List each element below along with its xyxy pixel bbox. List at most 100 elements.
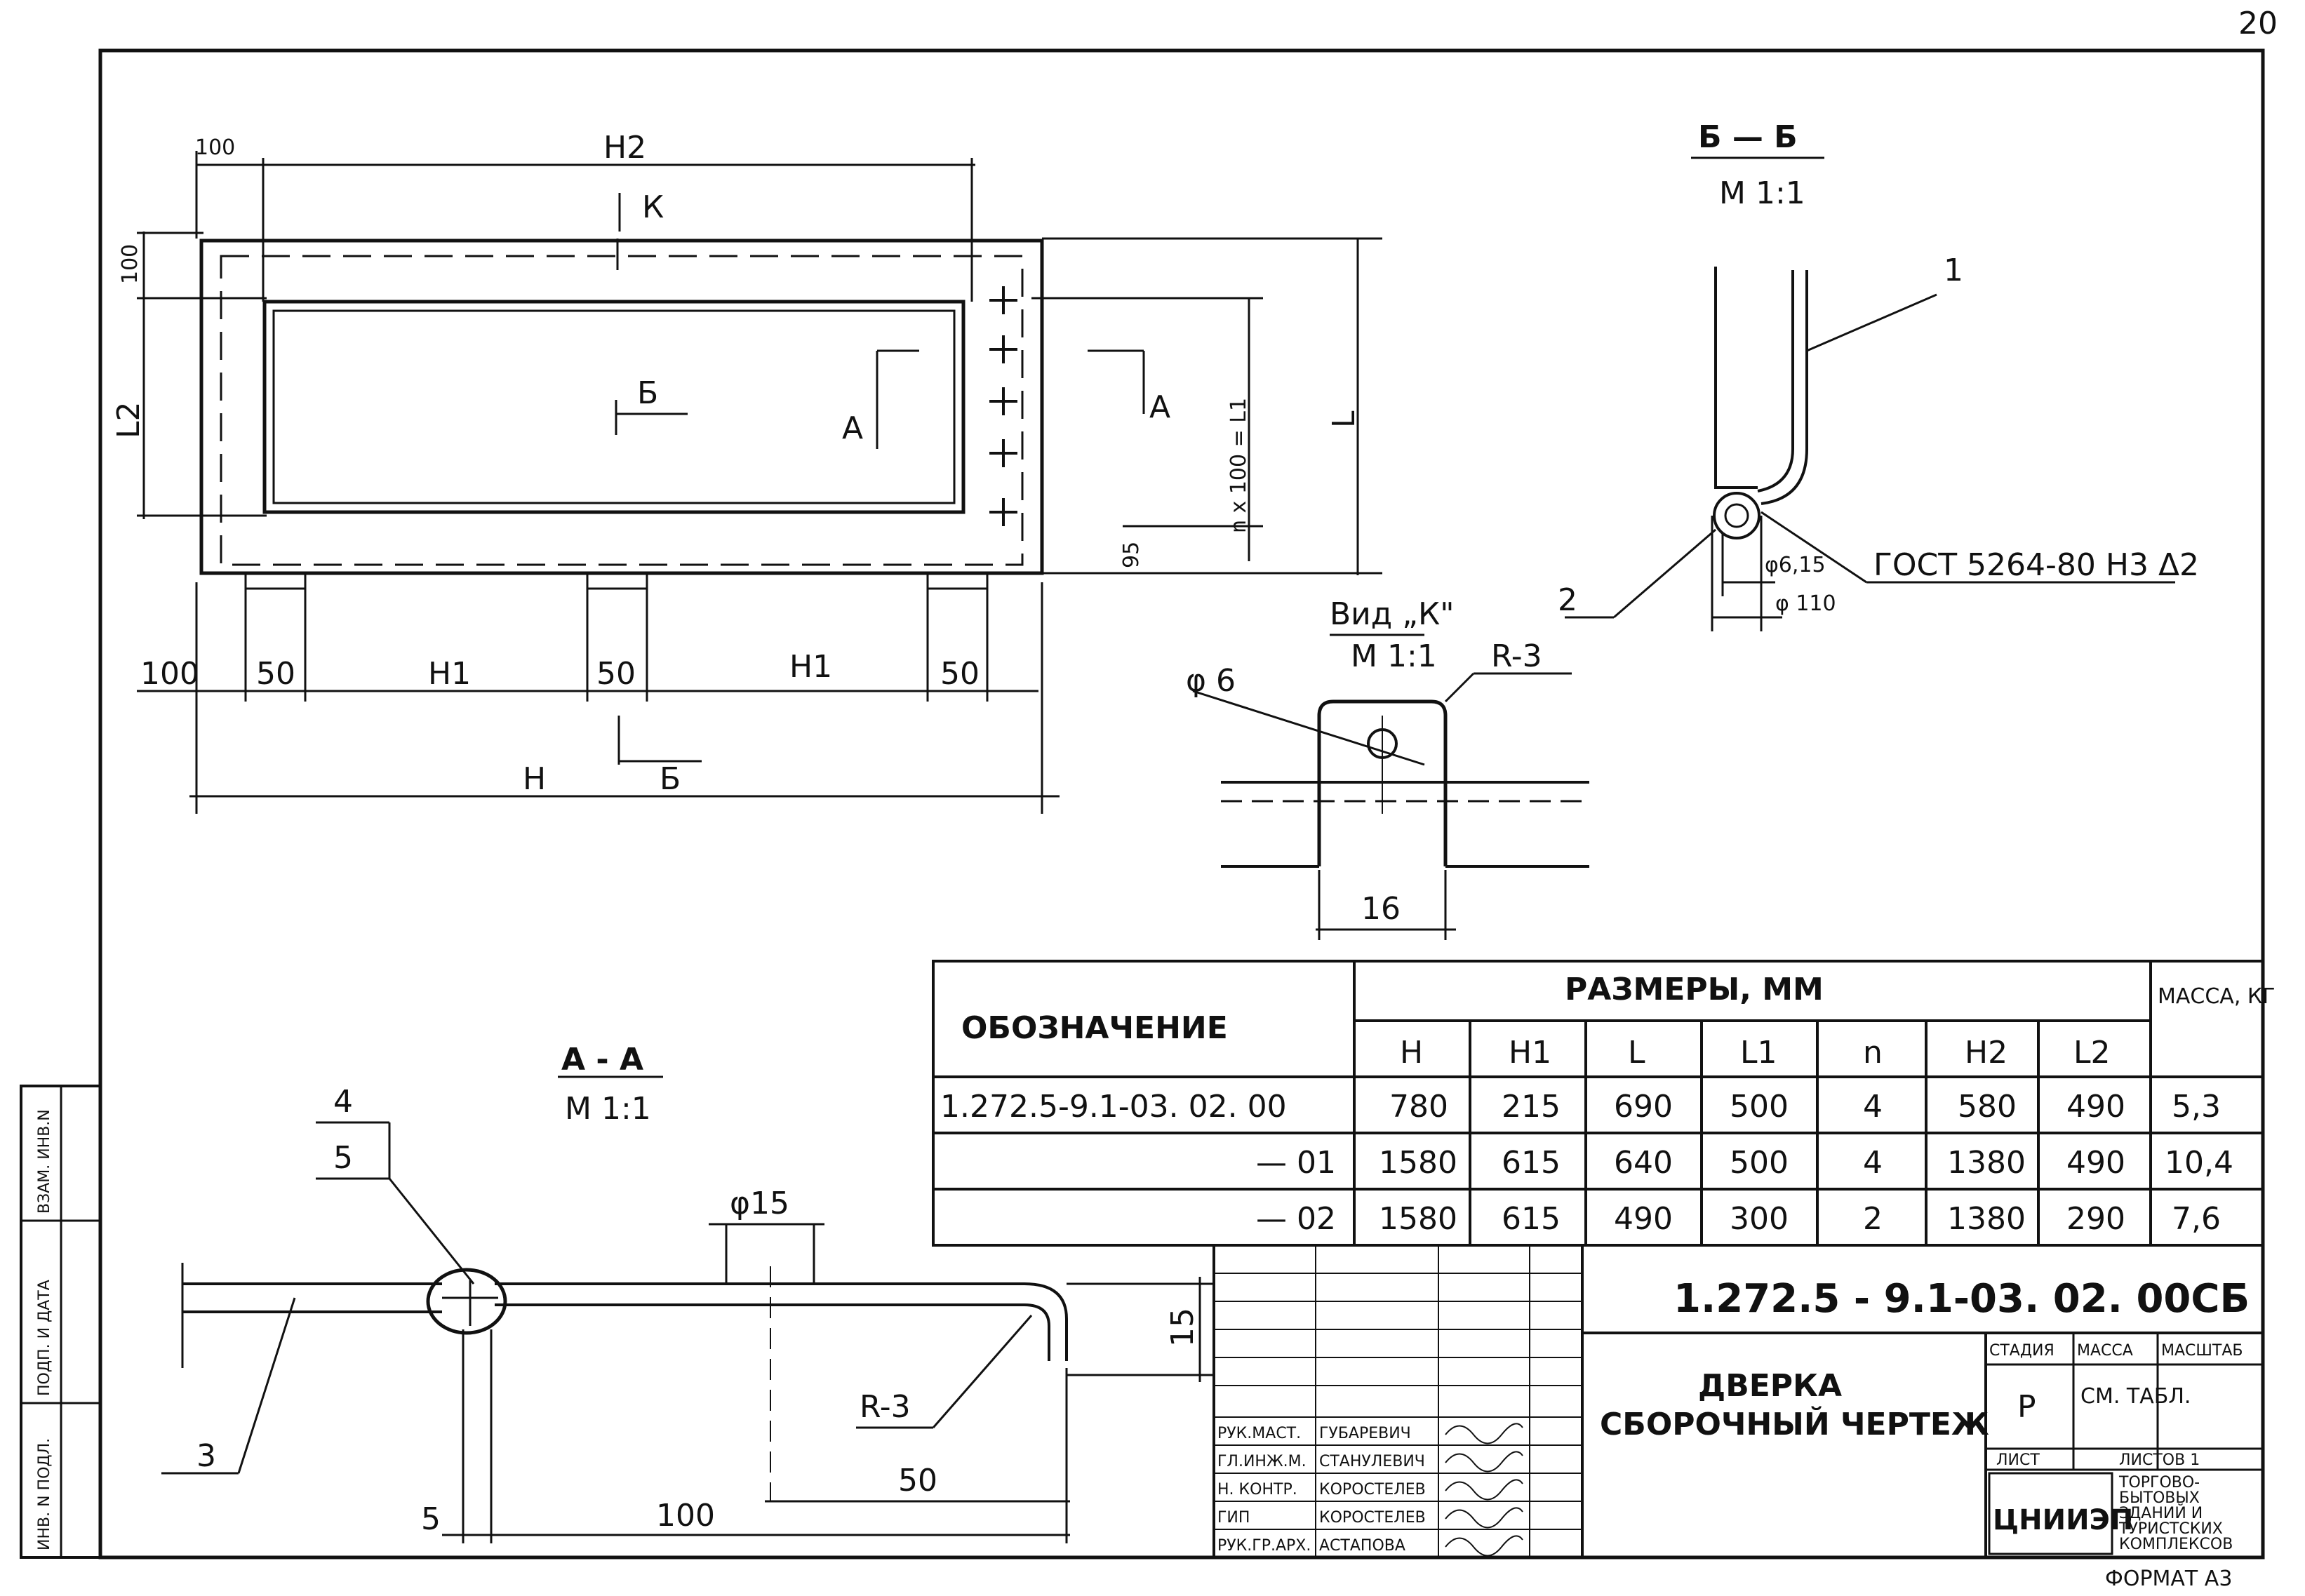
table-cell: 2 — [1863, 1201, 1883, 1237]
dim-phi-615: φ6,15 — [1765, 553, 1826, 577]
view-k-title: Вид „К" — [1330, 596, 1454, 632]
table-cell: 4 — [1863, 1145, 1883, 1181]
dim-l: L — [1326, 410, 1362, 428]
doc-number: 1.272.5 - 9.1-03. 02. 00СБ — [1673, 1276, 2250, 1322]
stage-value: Р — [2017, 1389, 2036, 1425]
section-bb — [1565, 156, 2175, 631]
org-text: ЗДАНИЙ И — [2119, 1504, 2203, 1522]
section-a-left: А — [842, 410, 863, 446]
sheet-frame — [98, 48, 2265, 1560]
table-cell: 490 — [2066, 1089, 2125, 1125]
side-stamp: ИНВ. N ПОДЛ. ПОДП. И ДАТА ВЗАМ. ИНВ.N — [20, 1085, 102, 1559]
format-label: ФОРМАТ А3 — [2105, 1567, 2232, 1591]
dim-100-bottom: 100 — [140, 656, 199, 692]
stage-header: СТАДИЯ — [1989, 1342, 2055, 1360]
dim-50: 50 — [898, 1463, 937, 1498]
dim-100-top: 100 — [195, 135, 235, 160]
table-cell: 640 — [1614, 1145, 1673, 1181]
table-header-sizes: РАЗМЕРЫ, ММ — [1565, 972, 1824, 1007]
section-bb-title: Б — Б — [1698, 119, 1798, 155]
view-k-radius: R-3 — [1491, 638, 1542, 674]
stamp-inv-podl: ИНВ. N ПОДЛ. — [36, 1438, 53, 1550]
dim-95: 95 — [1119, 542, 1144, 568]
sig-role: ГЛ.ИНЖ.М. — [1217, 1453, 1307, 1470]
dim-h2: Н2 — [603, 130, 646, 166]
dim-h: Н — [523, 761, 546, 797]
table-cell: 1580 — [1379, 1145, 1457, 1181]
section-a-right: А — [1149, 389, 1170, 425]
org-text: ТУРИСТСКИХ — [2118, 1520, 2223, 1538]
signature-scribbles — [1445, 1423, 1523, 1557]
stamp-podp-data: ПОДП. И ДАТА — [36, 1280, 53, 1396]
table-row-designation: 1.272.5-9.1-03. 02. 00 — [940, 1089, 1287, 1125]
table-col-h: Н — [1400, 1035, 1423, 1071]
sig-role: ГИП — [1217, 1509, 1250, 1527]
table-cell-mass: 5,3 — [2172, 1089, 2221, 1125]
view-k-labels: Вид „К" М 1:1 φ 6 R-3 16 — [1186, 596, 1542, 927]
table-cell: 215 — [1502, 1089, 1561, 1125]
sig-name: КОРОСТЕЛЕВ — [1319, 1509, 1426, 1527]
table-col-n: n — [1863, 1035, 1883, 1071]
sig-role: РУК.МАСТ. — [1217, 1425, 1301, 1442]
title-block-text: 1.272.5 - 9.1-03. 02. 00СБ ДВЕРКА СБОРОЧ… — [1217, 1276, 2250, 1557]
table-cell: 500 — [1730, 1089, 1789, 1125]
table-header-designation: ОБОЗНАЧЕНИЕ — [961, 1010, 1228, 1046]
dim-h1-b: Н1 — [789, 649, 832, 685]
table-cell: 690 — [1614, 1089, 1673, 1125]
section-aa-labels: А - А М 1:1 4 5 3 φ15 15 R-3 50 5 100 — [196, 1042, 1201, 1537]
dim-50-c: 50 — [940, 656, 980, 692]
section-b-mark: Б — [637, 375, 658, 411]
sheet-label: ЛИСТ — [1996, 1451, 2040, 1469]
table-cell: 615 — [1502, 1201, 1561, 1237]
view-k-scale: М 1:1 — [1351, 638, 1437, 674]
sig-name: АСТАПОВА — [1319, 1537, 1405, 1555]
title-block — [1212, 1244, 2264, 1559]
dim-h1-a: Н1 — [428, 656, 471, 692]
section-aa-scale: М 1:1 — [565, 1091, 651, 1127]
dim-50-a: 50 — [256, 656, 295, 692]
view-k-width: 16 — [1361, 891, 1401, 927]
callout-2: 2 — [1558, 582, 1577, 618]
title-line1: ДВЕРКА — [1698, 1368, 1842, 1404]
table-col-h2: Н2 — [1965, 1035, 2007, 1071]
sig-name: СТАНУЛЕВИЧ — [1319, 1453, 1425, 1470]
table-cell: 290 — [2066, 1201, 2125, 1237]
table-cell: 1380 — [1947, 1201, 2026, 1237]
table-header-mass: МАССА, КГ — [2158, 984, 2276, 1009]
callout-5: 5 — [333, 1140, 353, 1176]
dim-5: 5 — [421, 1501, 441, 1537]
sig-name: КОРОСТЕЛЕВ — [1319, 1481, 1426, 1498]
table-cell: 580 — [1958, 1089, 2017, 1125]
main-view — [137, 151, 1382, 814]
dim-100-left: 100 — [118, 244, 142, 284]
radius-r3: R-3 — [860, 1389, 911, 1425]
org-text: ТОРГОВО- — [2118, 1474, 2200, 1491]
sig-name: ГУБАРЕВИЧ — [1319, 1425, 1411, 1442]
stamp-vzam-inv: ВЗАМ. ИНВ.N — [36, 1109, 53, 1214]
dim-phi-110: φ 110 — [1775, 591, 1836, 616]
table-cell: 1580 — [1379, 1201, 1457, 1237]
table-row-designation: — 02 — [1256, 1201, 1336, 1237]
dim-50-b: 50 — [596, 656, 636, 692]
callout-3: 3 — [196, 1438, 216, 1474]
callout-1: 1 — [1944, 253, 1963, 288]
sig-role: РУК.ГР.АРХ. — [1217, 1537, 1311, 1555]
table-cell: 490 — [1614, 1201, 1673, 1237]
scale-header: МАСШТАБ — [2161, 1342, 2243, 1360]
table-col-h1: Н1 — [1509, 1035, 1551, 1071]
mass-value: СМ. ТАБЛ. — [2080, 1384, 2191, 1409]
main-view-labels: Н2 К 100 100 L2 L n x 100 = L1 95 Б А А … — [111, 130, 1362, 797]
table-cell-mass: 10,4 — [2165, 1145, 2233, 1181]
org-text: КОМПЛЕКСОВ — [2119, 1536, 2233, 1553]
table-col-l1: L1 — [1740, 1035, 1777, 1071]
section-aa — [161, 1075, 1214, 1543]
callout-4: 4 — [333, 1084, 353, 1120]
table-cell: 1380 — [1947, 1145, 2026, 1181]
table-col-l2: L2 — [2073, 1035, 2111, 1071]
dim-100: 100 — [656, 1498, 715, 1534]
org-text: БЫТОВЫХ — [2119, 1489, 2200, 1507]
section-bb-scale: М 1:1 — [1719, 175, 1805, 211]
section-b-bottom: Б — [660, 761, 681, 797]
org-logo: ЦНИИЭП — [1993, 1504, 2133, 1536]
